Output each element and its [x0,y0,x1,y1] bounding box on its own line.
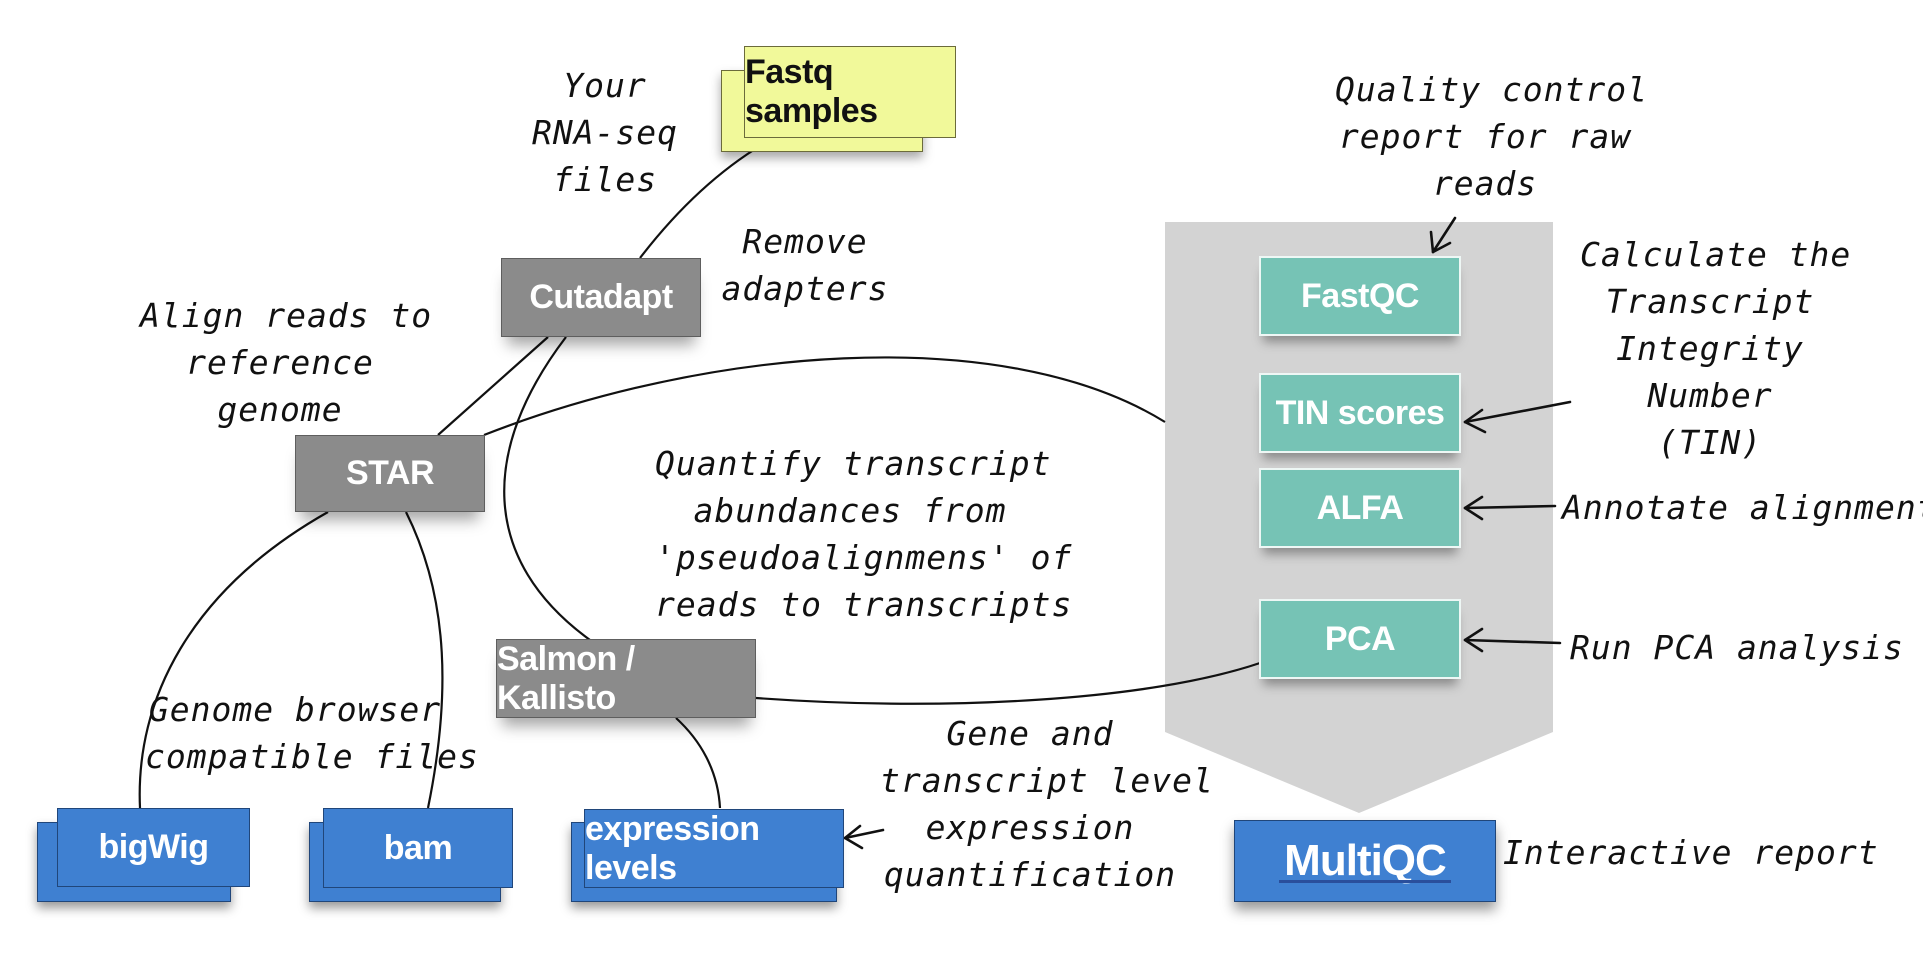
note-genome-browser: Genome browser compatible files [145,690,479,776]
star-label: STAR [345,454,435,492]
arrow-alfa [1463,504,1557,510]
alfa-box: ALFA [1259,468,1461,548]
cutadapt-label: Cutadapt [529,278,673,316]
tin-scores-label: TIN scores [1275,393,1445,432]
note-qc-report: Quality control report for raw reads [1335,70,1649,203]
note-annotate: Annotate alignments [1562,488,1923,527]
arrow-qc-report [1431,216,1457,254]
note-pca-run: Run PCA analysis [1570,628,1904,667]
expression-levels-box: expression levels [584,809,844,888]
arrow-tin [1463,400,1572,424]
note-rnaseq-files: Your RNA-seq files [531,66,679,199]
fastq-samples-box: Fastq samples [744,46,956,138]
note-tin-calc: Calculate the Transcript Integrity Numbe… [1580,235,1852,462]
fastqc-box: FastQC [1259,256,1461,336]
line-star-qc [483,356,1166,437]
multiqc-label: MultiQC [1284,836,1447,885]
bigwig-box: bigWig [57,808,250,887]
salmon-kallisto-box: Salmon / Kallisto [496,639,756,718]
bam-box: bam [323,808,513,888]
line-star-bigwig [138,511,329,809]
expression-levels-label: expression levels [585,809,760,887]
fastq-samples-label: Fastq samples [745,53,878,130]
line-cutadapt-star [437,336,549,436]
note-quantify: Quantify transcript abundances from 'pse… [655,444,1073,624]
note-interactive: Interactive report [1503,833,1879,872]
pca-label: PCA [1324,619,1396,658]
note-remove-adapters: Remove adapters [721,222,889,308]
multiqc-underline [1279,880,1451,883]
line-cutadapt-salmon [503,336,591,641]
salmon-kallisto-label: Salmon / Kallisto [497,639,635,717]
tin-scores-box: TIN scores [1259,373,1461,453]
note-gene-level: Gene and transcript level expression qua… [880,714,1214,894]
alfa-label: ALFA [1316,488,1404,527]
line-salmon-expression [675,717,722,809]
fastqc-label: FastQC [1301,276,1419,315]
line-salmon-pca [755,661,1261,705]
arrow-pca [1463,638,1562,645]
bam-label: bam [383,828,453,867]
arrow-expression [843,828,885,840]
cutadapt-box: Cutadapt [501,258,701,337]
star-box: STAR [295,435,485,512]
pca-box: PCA [1259,599,1461,679]
multiqc-box: MultiQC [1234,820,1496,902]
note-align-reads: Align reads to reference genome [140,296,433,429]
line-star-bam [405,511,444,809]
bigwig-label: bigWig [98,828,210,866]
